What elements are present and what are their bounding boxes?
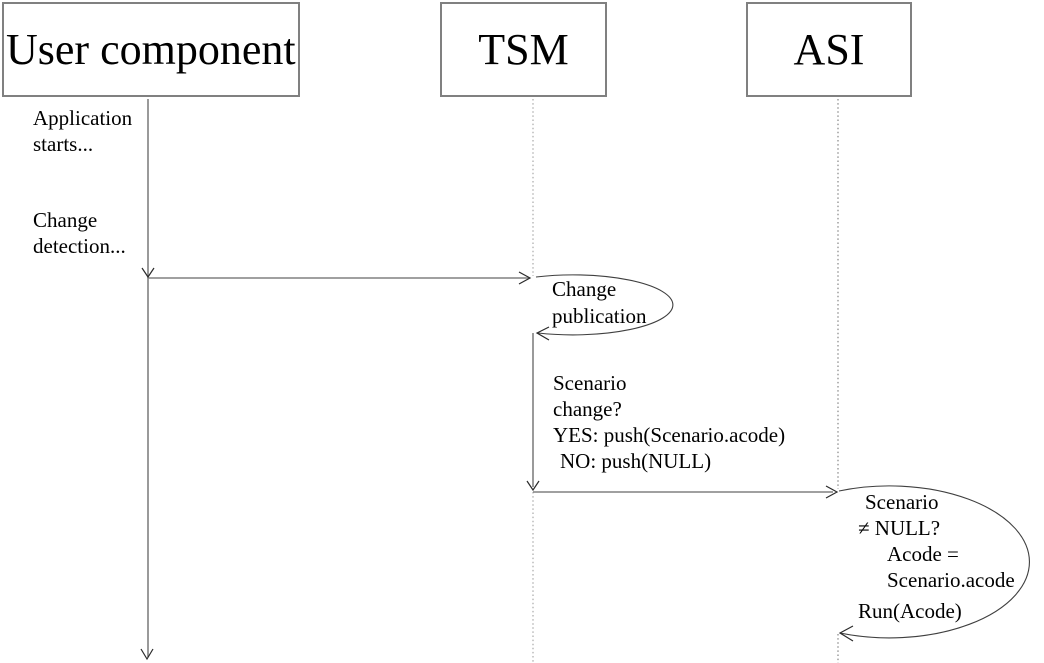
- note-line: YES: push(Scenario.acode): [553, 423, 786, 447]
- note-change-detection: Change detection...: [33, 207, 126, 259]
- note-line: Application: [33, 106, 133, 130]
- note-change-publication: Change publication: [552, 276, 646, 330]
- note-line: change?: [553, 397, 622, 421]
- note-line: publication: [552, 304, 647, 328]
- note-line: ≠ NULL?: [858, 516, 941, 540]
- actor-box-user-component: User component: [2, 2, 300, 97]
- actor-label-asi: ASI: [793, 24, 865, 74]
- note-scenario-change: Scenario change? YES: push(Scenario.acod…: [553, 370, 785, 474]
- arrowhead-down-user-mid: [141, 267, 155, 279]
- note-run-acode: Run(Acode): [858, 599, 962, 623]
- note-line: Acode =: [887, 542, 959, 566]
- note-line: starts...: [33, 132, 94, 156]
- note-application-starts: Application starts...: [33, 105, 132, 157]
- arrowhead-right-into-asi: [825, 485, 839, 499]
- note-line: Scenario: [865, 490, 939, 514]
- asi-self-loop-arc: [838, 485, 1030, 639]
- note-line: detection...: [33, 234, 126, 258]
- actor-box-asi: ASI: [746, 2, 912, 97]
- note-line: Scenario.acode: [887, 568, 1015, 592]
- tsm-self-loop-arc: [535, 274, 674, 336]
- actor-box-tsm: TSM: [440, 2, 607, 97]
- arrowhead-down-user-bottom: [140, 648, 154, 661]
- actor-label-user-component: User component: [6, 24, 296, 74]
- arrowhead-left-tsm-loop-end: [535, 326, 550, 341]
- note-line: Change: [33, 208, 98, 232]
- note-line: Change: [552, 277, 617, 301]
- note-line: NO: push(NULL): [560, 449, 712, 473]
- arrowhead-left-asi-loop-end: [838, 625, 854, 642]
- arrowhead-right-into-tsm: [518, 271, 532, 285]
- note-line: Scenario: [553, 371, 627, 395]
- actor-label-tsm: TSM: [478, 24, 569, 74]
- arrowhead-down-tsm: [526, 480, 540, 492]
- note-scenario-not-null: Scenario ≠ NULL? Acode = Scenario.acode …: [858, 489, 1015, 624]
